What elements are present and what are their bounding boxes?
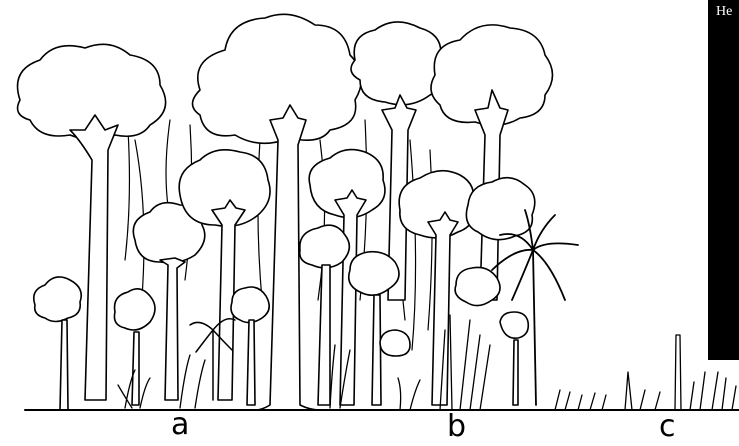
understory-tree-far-left: [34, 277, 82, 410]
ground-vegetation: [118, 315, 736, 410]
midlayer-tree-5: [466, 178, 534, 240]
label-a: a: [171, 410, 189, 440]
understory-tree-mid: [231, 287, 269, 405]
understory-tree-small-right: [500, 312, 528, 405]
understory-tree-right: [455, 267, 500, 305]
understory-tree-center: [349, 252, 399, 405]
understory-tree-lower-center: [380, 330, 410, 356]
understory-tree-left: [114, 289, 155, 405]
black-panel: [708, 0, 739, 360]
label-b: b: [447, 412, 466, 442]
label-c: c: [659, 412, 676, 442]
panel-text: He: [716, 4, 732, 20]
midlayer-tree-2: [179, 150, 270, 400]
